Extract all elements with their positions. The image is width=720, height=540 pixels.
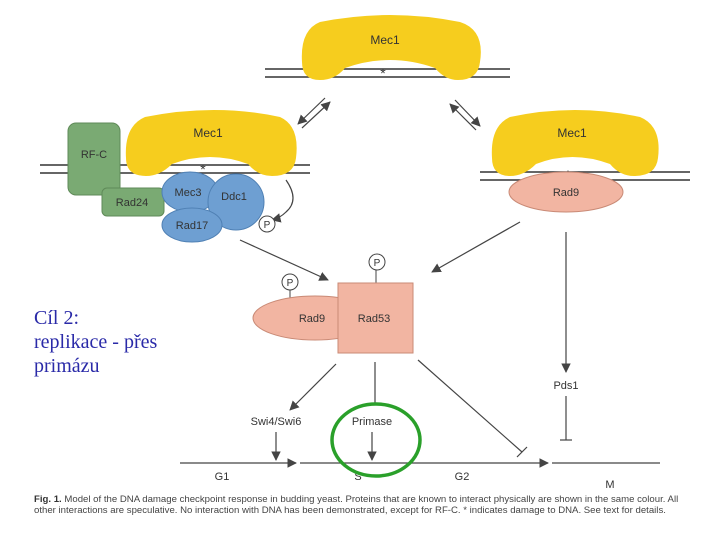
slide-goal-line-3: primázu (34, 355, 100, 377)
mec1-top-label: Mec1 (370, 33, 400, 47)
primase-highlight-circle (330, 402, 422, 478)
rad17-label: Rad17 (176, 220, 208, 232)
slide-goal-line-2: replikace - přes (34, 331, 158, 353)
rfc-shape (67, 122, 121, 196)
phosphate-rad53-label: P (374, 258, 381, 269)
phase-g2: G2 (455, 471, 470, 483)
rad9-center-label: Rad9 (299, 313, 325, 325)
phosphate-rad9-label: P (287, 278, 294, 289)
rad17-shape (161, 207, 223, 243)
swi4-swi6-label: Swi4/Swi6 (251, 416, 302, 428)
figure-caption-text: Model of the DNA damage checkpoint respo… (34, 494, 679, 516)
inhibit-pds1-to-cycle (560, 396, 572, 441)
phase-g1: G1 (215, 471, 230, 483)
phase-s: S (354, 471, 361, 483)
phosphate-left-label: P (264, 220, 271, 231)
ddc1-shape (207, 173, 265, 231)
mec3-label: Mec3 (175, 187, 202, 199)
rad9-right-label: Rad9 (553, 187, 579, 199)
mec1-right-shape (491, 110, 659, 176)
inhibit-rad53-to-primase (369, 362, 381, 405)
phase-m: M (605, 479, 614, 491)
figure-caption-label: Fig. 1. (34, 494, 62, 505)
double-arrow-left (297, 97, 331, 129)
inhibit-rad53-to-g2 (417, 359, 528, 458)
rad9-right-shape (508, 171, 624, 213)
damage-star-left: * (200, 161, 206, 177)
rad53-shape (337, 282, 414, 354)
ddc1-label: Ddc1 (221, 191, 247, 203)
arrow-left-to-center (239, 239, 329, 281)
rfc-label: RF-C (81, 149, 107, 161)
mec1-left-label: Mec1 (193, 126, 223, 140)
phospho-curve-left (271, 179, 294, 223)
mec1-right-label: Mec1 (557, 126, 587, 140)
phosphate-rad53-shape (368, 253, 386, 271)
phosphate-rad9-shape (281, 273, 299, 291)
mec1-top-shape (301, 15, 481, 80)
double-arrow-right (449, 99, 481, 131)
slide-goal-line-1: Cíl 2: (34, 307, 80, 329)
pds1-label: Pds1 (553, 380, 578, 392)
primase-label: Primase (352, 416, 392, 428)
rad24-label: Rad24 (116, 197, 148, 209)
rad24-shape (101, 187, 165, 217)
figure-caption: Fig. 1. Model of the DNA damage checkpoi… (34, 494, 694, 516)
damage-star-top: * (380, 65, 386, 81)
arrow-right-to-center (431, 221, 521, 273)
phosphate-left-shape (258, 215, 276, 233)
rad53-label: Rad53 (358, 313, 390, 325)
arrow-rad53-to-swi (289, 363, 337, 411)
mec1-left-shape (125, 110, 297, 176)
slide-goal-text: Cíl 2: replikace - přes primázu (34, 306, 234, 378)
